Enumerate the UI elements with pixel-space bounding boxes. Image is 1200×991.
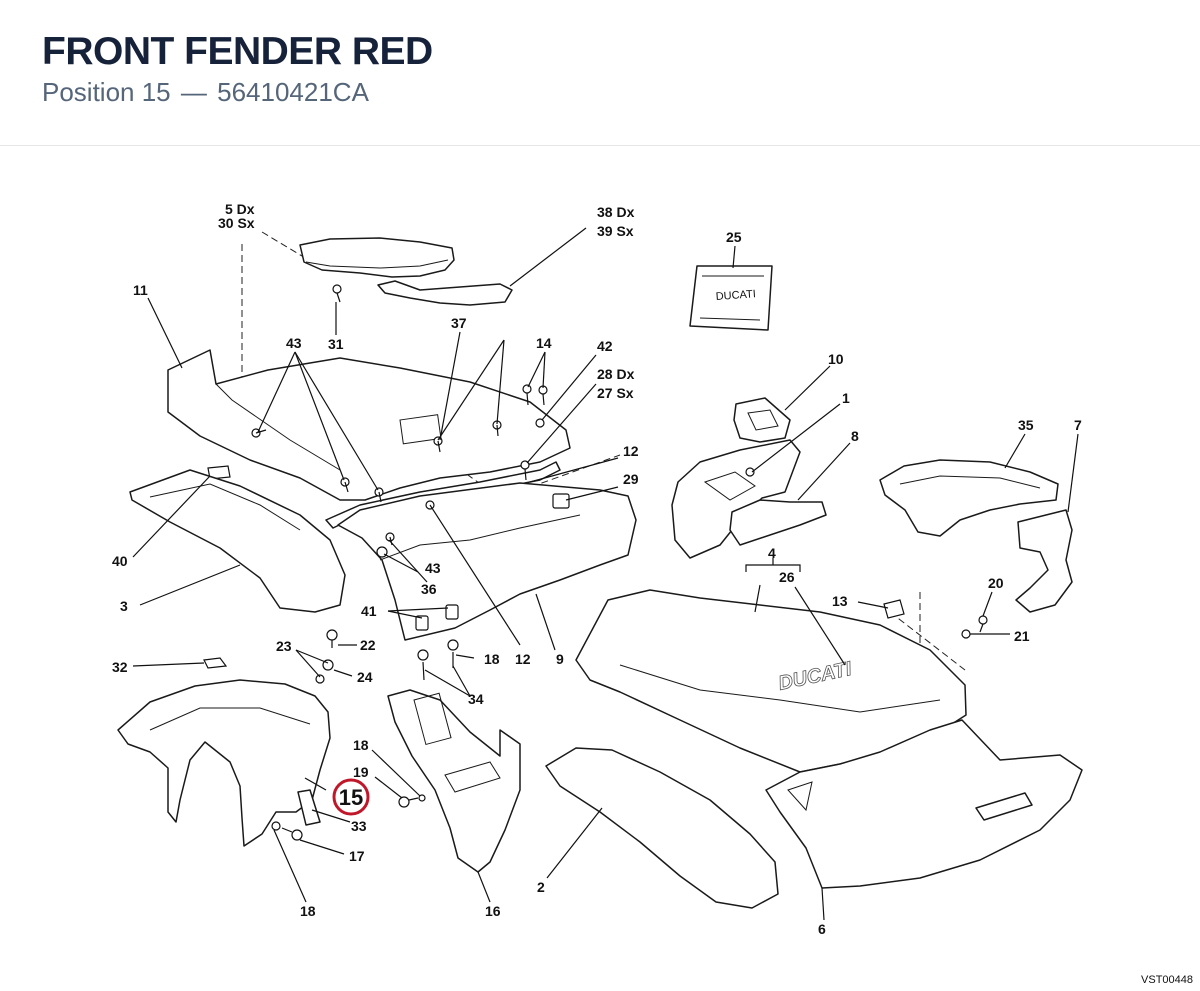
callout-label: 18 — [353, 737, 369, 753]
callout-label: 36 — [421, 581, 437, 597]
highlighted-position-15[interactable]: 15 — [332, 778, 370, 816]
decal-sheet-text: DUCATI — [715, 288, 756, 303]
page-subtitle: Position 15 — 56410421CA — [42, 77, 369, 108]
fender-insert-part — [297, 789, 321, 826]
callout-label: 13 — [832, 593, 848, 609]
lower-panel-part — [545, 747, 779, 909]
side-fairing-part — [575, 589, 967, 773]
callout-label: 28 Dx — [597, 366, 635, 382]
side-bracket-part — [207, 465, 231, 480]
drawing-code: VST00448 — [1141, 974, 1193, 986]
callout-label: 34 — [468, 691, 484, 707]
page-title: FRONT FENDER RED — [42, 30, 433, 73]
header: FRONT FENDER RED Position 15 — 56410421C… — [0, 0, 1200, 146]
callout-label: 18 — [300, 903, 316, 919]
fastener-hardware — [251, 284, 988, 841]
callout-label: 12 — [515, 651, 531, 667]
callout-label: 24 — [357, 669, 373, 685]
small-bracket-part — [733, 397, 791, 443]
callout-label: 38 Dx — [597, 204, 635, 220]
callout-label: 35 — [1018, 417, 1034, 433]
callout-label: 29 — [623, 471, 639, 487]
fender-bracket-part — [387, 689, 521, 873]
callout-label: 19 — [353, 764, 369, 780]
callout-label: 23 — [276, 638, 292, 654]
position-label: Position 15 — [42, 77, 171, 107]
callout-label: 31 — [328, 336, 344, 352]
callout-label: 8 — [851, 428, 859, 444]
callout-label: 30 Sx — [218, 215, 255, 231]
belly-pan-vent — [975, 792, 1033, 821]
side-panel-part — [129, 469, 346, 613]
cable-clip-part — [203, 657, 228, 669]
upper-fairing-part — [167, 349, 571, 501]
callout-label: 22 — [360, 637, 376, 653]
callout-label: 1 — [842, 390, 850, 406]
leader-lines — [132, 227, 1079, 921]
callout-label: 40 — [112, 553, 128, 569]
callout-label: 26 — [779, 569, 795, 585]
callout-label: 3 — [120, 598, 128, 614]
trim-strip-part — [377, 280, 513, 306]
part-number: 56410421CA — [217, 77, 369, 107]
callout-label: 9 — [556, 651, 564, 667]
upper-cover-part — [299, 237, 455, 278]
callout-label: 41 — [361, 603, 377, 619]
belly-pan-part — [765, 719, 1083, 889]
callout-label: 42 — [597, 338, 613, 354]
inner-liner-part — [671, 439, 801, 559]
callout-label: 11 — [133, 282, 148, 298]
callout-label: 25 — [726, 229, 742, 245]
callout-label: 32 — [112, 659, 128, 675]
callout-label: 17 — [349, 848, 365, 864]
callout-label: 6 — [818, 921, 826, 937]
callout-label: 7 — [1074, 417, 1082, 433]
callout-label: 14 — [536, 335, 552, 351]
liner-plate-part — [729, 499, 827, 546]
callout-label: 39 Sx — [597, 223, 634, 239]
decal-sheet-part — [689, 265, 773, 331]
callout-label: 12 — [623, 443, 639, 459]
callout-label: 5 Dx — [225, 201, 255, 217]
callout-label: 43 — [425, 560, 441, 576]
callout-label: 2 — [537, 879, 545, 895]
callout-label: 27 Sx — [597, 385, 634, 401]
highlight-number[interactable]: 15 — [339, 785, 363, 810]
spring-clip-part — [883, 599, 905, 619]
callout-label: 37 — [451, 315, 467, 331]
grommet-part — [552, 493, 570, 509]
callout-label: 4 — [768, 545, 776, 561]
callout-label: 43 — [286, 335, 302, 351]
highlight-ring[interactable] — [332, 778, 370, 816]
inner-panel-part — [337, 482, 637, 641]
callout-label: 16 — [485, 903, 501, 919]
callout-label: 20 — [988, 575, 1004, 591]
callout-label: 18 — [484, 651, 500, 667]
subtitle-separator: — — [180, 77, 207, 107]
callout-label: 10 — [828, 351, 844, 367]
front-fender-part — [117, 679, 331, 847]
callout-labels: 5 Dx 30 Sx 38 Dx 39 Sx 25 11 31 37 43 14… — [112, 201, 1082, 937]
side-stay-part — [1015, 509, 1073, 613]
callout-label: 21 — [1014, 628, 1030, 644]
callout-label: 33 — [351, 818, 367, 834]
